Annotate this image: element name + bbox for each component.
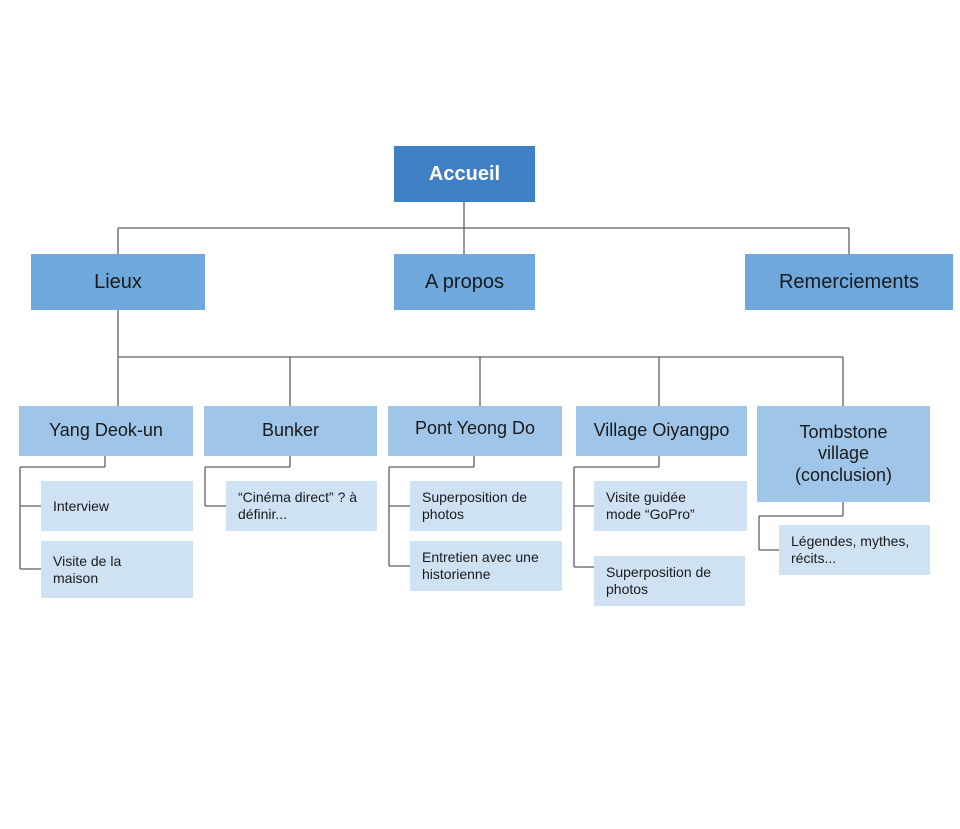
node-pont-yeong-do[interactable]: Pont Yeong Do: [388, 406, 562, 456]
node-lieux[interactable]: Lieux: [31, 254, 205, 310]
node-visite-maison[interactable]: Visite de la maison: [41, 541, 193, 598]
node-interview[interactable]: Interview: [41, 481, 193, 531]
node-remerciements[interactable]: Remerciements: [745, 254, 953, 310]
node-superposition-photos-pont[interactable]: Superposition de photos: [410, 481, 562, 531]
node-entretien-historienne[interactable]: Entretien avec une historienne: [410, 541, 562, 591]
node-accueil[interactable]: Accueil: [394, 146, 535, 202]
node-legendes[interactable]: Légendes, mythes, récits...: [779, 525, 930, 575]
node-a-propos[interactable]: A propos: [394, 254, 535, 310]
node-visite-guidee[interactable]: Visite guidée mode “GoPro”: [594, 481, 747, 531]
node-village-oiyangpo[interactable]: Village Oiyangpo: [576, 406, 747, 456]
node-yang-deok-un[interactable]: Yang Deok-un: [19, 406, 193, 456]
node-cinema-direct[interactable]: “Cinéma direct” ? à définir...: [226, 481, 377, 531]
node-tombstone-village[interactable]: Tombstone village (conclusion): [757, 406, 930, 502]
node-superposition-photos-village[interactable]: Superposition de photos: [594, 556, 745, 606]
node-bunker[interactable]: Bunker: [204, 406, 377, 456]
